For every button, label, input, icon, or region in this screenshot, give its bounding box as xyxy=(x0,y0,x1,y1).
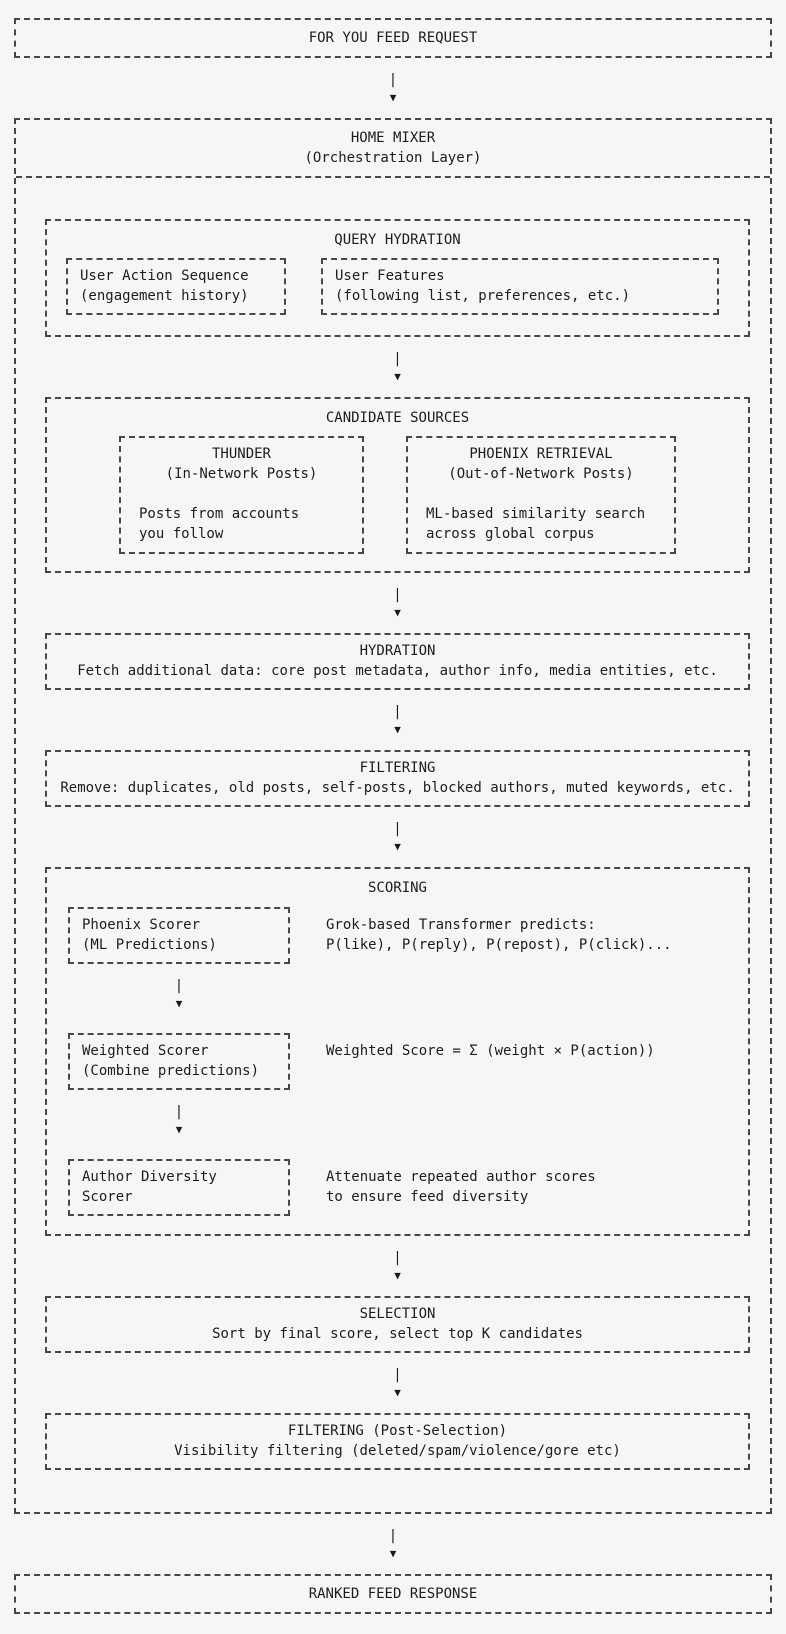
phoenix-retrieval-desc-line2: across global corpus xyxy=(426,526,595,542)
phoenix-retrieval-name: PHOENIX RETRIEVAL xyxy=(469,446,613,462)
author-diversity-scorer-sublabel: Scorer xyxy=(82,1189,133,1205)
author-diversity-desc-line1: Attenuate repeated author scores xyxy=(326,1169,596,1185)
candidate-sources-box: CANDIDATE SOURCES THUNDER (In-Network Po… xyxy=(45,397,750,573)
phoenix-retrieval-desc-line1: ML-based similarity search xyxy=(426,506,646,522)
arrow-line: | xyxy=(388,72,398,88)
spacer xyxy=(408,484,674,504)
flow-arrow-sources-to-hydration: | ▼ xyxy=(45,573,750,633)
arrow-line: | xyxy=(393,704,402,720)
arrow-line: | xyxy=(393,1367,402,1383)
for-you-feed-request-box: FOR YOU FEED REQUEST xyxy=(14,18,772,58)
thunder-type: (In-Network Posts) xyxy=(165,466,318,482)
thunder-name: THUNDER xyxy=(211,446,271,462)
hydration-box: HYDRATION Fetch additional data: core po… xyxy=(45,633,750,690)
post-selection-filtering-title: FILTERING (Post-Selection) xyxy=(287,1423,508,1439)
arrow-down-icon: ▼ xyxy=(394,1269,401,1282)
thunder-desc-line1: Posts from accounts xyxy=(139,506,300,522)
phoenix-scorer-sublabel: (ML Predictions) xyxy=(82,937,217,953)
arrow-down-icon: ▼ xyxy=(394,370,401,383)
phoenix-scorer-desc-line2: P(like), P(reply), P(repost), P(click)..… xyxy=(326,937,672,953)
candidate-sources-row: THUNDER (In-Network Posts) Posts from ac… xyxy=(47,428,748,571)
filtering-title: FILTERING xyxy=(359,760,436,776)
arrow-down-icon: ▼ xyxy=(394,723,401,736)
query-hydration-title: QUERY HYDRATION xyxy=(334,232,461,248)
arrow-line: | xyxy=(174,978,184,994)
phoenix-retrieval-box: PHOENIX RETRIEVAL (Out-of-Network Posts)… xyxy=(406,436,676,554)
scoring-title: SCORING xyxy=(367,880,427,896)
user-action-sequence-sublabel: (engagement history) xyxy=(80,288,249,304)
flow-arrow-scoring-to-selection: | ▼ xyxy=(45,1236,750,1296)
weighted-scorer-label: Weighted Scorer xyxy=(82,1043,209,1059)
home-mixer-title: HOME MIXER xyxy=(350,130,436,146)
filtering-box: FILTERING Remove: duplicates, old posts,… xyxy=(45,750,750,807)
home-mixer-header: HOME MIXER (Orchestration Layer) xyxy=(16,120,770,178)
arrow-down-icon: ▼ xyxy=(394,1386,401,1399)
home-mixer-box: HOME MIXER (Orchestration Layer) QUERY H… xyxy=(14,118,772,1514)
post-selection-filtering-desc: Visibility filtering (deleted/spam/viole… xyxy=(174,1443,621,1459)
arrow-down-icon: ▼ xyxy=(175,997,183,1010)
user-action-sequence-label: User Action Sequence xyxy=(80,268,249,284)
author-diversity-scorer-desc: Attenuate repeated author scores to ensu… xyxy=(326,1159,596,1207)
home-mixer-subtitle: (Orchestration Layer) xyxy=(304,150,482,166)
weighted-scorer-sublabel: (Combine predictions) xyxy=(82,1063,260,1079)
hydration-desc: Fetch additional data: core post metadat… xyxy=(77,663,718,679)
arrow-down-icon: ▼ xyxy=(389,91,397,104)
ranked-feed-response-box: RANKED FEED RESPONSE xyxy=(14,1574,772,1614)
hydration-title: HYDRATION xyxy=(359,643,436,659)
post-selection-filtering-box: FILTERING (Post-Selection) Visibility fi… xyxy=(45,1413,750,1470)
arrow-down-icon: ▼ xyxy=(394,606,401,619)
scoring-box: SCORING Phoenix Scorer (ML Predictions) … xyxy=(45,867,750,1236)
thunder-box: THUNDER (In-Network Posts) Posts from ac… xyxy=(119,436,364,554)
phoenix-retrieval-type: (Out-of-Network Posts) xyxy=(448,466,634,482)
flow-arrow-selection-to-postfiltering: | ▼ xyxy=(45,1353,750,1413)
weighted-scorer-box: Weighted Scorer (Combine predictions) xyxy=(68,1033,290,1090)
arrow-line: | xyxy=(393,587,402,603)
flow-arrow-mixer-to-response: | ▼ xyxy=(14,1514,772,1574)
arrow-line: | xyxy=(393,1250,402,1266)
flow-arrow-phoenix-to-weighted: | ▼ xyxy=(68,964,290,1024)
author-diversity-row: Author Diversity Scorer Attenuate repeat… xyxy=(68,1159,748,1216)
phoenix-scorer-box: Phoenix Scorer (ML Predictions) xyxy=(68,907,290,964)
filtering-desc: Remove: duplicates, old posts, self-post… xyxy=(60,780,735,796)
phoenix-scorer-desc-line1: Grok-based Transformer predicts: xyxy=(326,917,596,933)
user-features-sublabel: (following list, preferences, etc.) xyxy=(335,288,631,304)
weighted-scorer-desc: Weighted Score = Σ (weight × P(action)) xyxy=(326,1033,655,1061)
user-features-box: User Features (following list, preferenc… xyxy=(321,258,719,315)
phoenix-scorer-label: Phoenix Scorer xyxy=(82,917,201,933)
thunder-desc-line2: you follow xyxy=(139,526,224,542)
arrow-line: | xyxy=(388,1528,398,1544)
weighted-scorer-row: Weighted Scorer (Combine predictions) We… xyxy=(68,1033,748,1090)
arrow-line: | xyxy=(174,1104,184,1120)
selection-desc: Sort by final score, select top K candid… xyxy=(212,1326,583,1342)
phoenix-scorer-desc: Grok-based Transformer predicts: P(like)… xyxy=(326,907,672,955)
ranked-feed-response-label: RANKED FEED RESPONSE xyxy=(308,1586,478,1602)
selection-box: SELECTION Sort by final score, select to… xyxy=(45,1296,750,1353)
author-diversity-scorer-box: Author Diversity Scorer xyxy=(68,1159,290,1216)
weighted-scorer-desc-line1: Weighted Score = Σ (weight × P(action)) xyxy=(326,1043,655,1059)
phoenix-scorer-row: Phoenix Scorer (ML Predictions) Grok-bas… xyxy=(68,907,748,964)
query-hydration-box: QUERY HYDRATION User Action Sequence (en… xyxy=(45,219,750,337)
flow-arrow-hydration-to-sources: | ▼ xyxy=(45,337,750,397)
selection-title: SELECTION xyxy=(359,1306,436,1322)
spacer xyxy=(121,484,362,504)
for-you-feed-request-label: FOR YOU FEED REQUEST xyxy=(308,30,478,46)
user-features-label: User Features xyxy=(335,268,445,284)
arrow-down-icon: ▼ xyxy=(175,1123,183,1136)
flow-arrow-weighted-to-diversity: | ▼ xyxy=(68,1090,290,1150)
arrow-line: | xyxy=(393,351,402,367)
home-mixer-content: QUERY HYDRATION User Action Sequence (en… xyxy=(16,178,770,1512)
arrow-down-icon: ▼ xyxy=(394,840,401,853)
user-action-sequence-box: User Action Sequence (engagement history… xyxy=(66,258,286,315)
author-diversity-desc-line2: to ensure feed diversity xyxy=(326,1189,529,1205)
flow-arrow-filtering-to-scoring: | ▼ xyxy=(45,807,750,867)
author-diversity-scorer-label: Author Diversity xyxy=(82,1169,217,1185)
arrow-down-icon: ▼ xyxy=(389,1547,397,1560)
flow-arrow-request-to-mixer: | ▼ xyxy=(14,58,772,118)
query-hydration-row: User Action Sequence (engagement history… xyxy=(47,250,748,335)
candidate-sources-title: CANDIDATE SOURCES xyxy=(325,410,470,426)
arrow-line: | xyxy=(393,821,402,837)
flow-arrow-hydration-to-filtering: | ▼ xyxy=(45,690,750,750)
